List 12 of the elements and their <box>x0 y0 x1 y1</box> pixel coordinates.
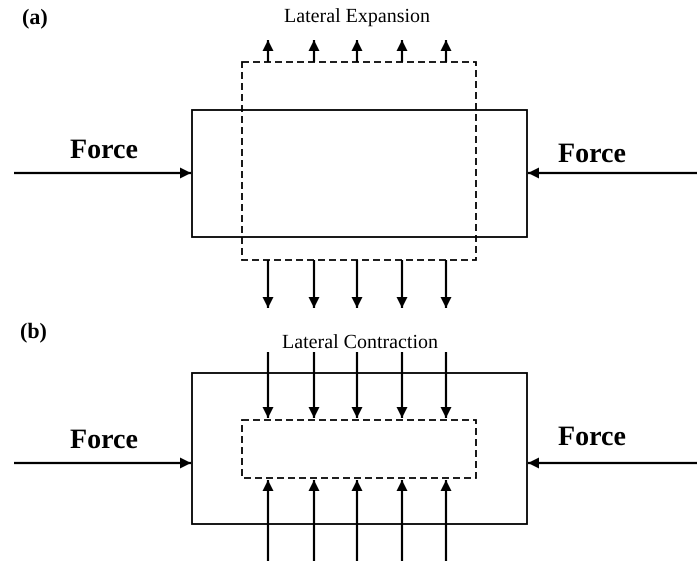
force-label: Force <box>558 140 626 168</box>
dashed-expanded-outline <box>241 61 477 261</box>
force-label: Force <box>558 423 626 451</box>
caption: Lateral Contraction <box>282 332 438 352</box>
panel-label: (b) <box>20 320 47 342</box>
dashed-contracted-outline <box>241 419 477 479</box>
force-label: Force <box>70 136 138 164</box>
force-label: Force <box>70 426 138 454</box>
solid-block-outline <box>191 372 528 525</box>
solid-block-outline <box>191 109 528 238</box>
caption: Lateral Expansion <box>284 6 430 26</box>
panel-label: (a) <box>22 6 48 28</box>
